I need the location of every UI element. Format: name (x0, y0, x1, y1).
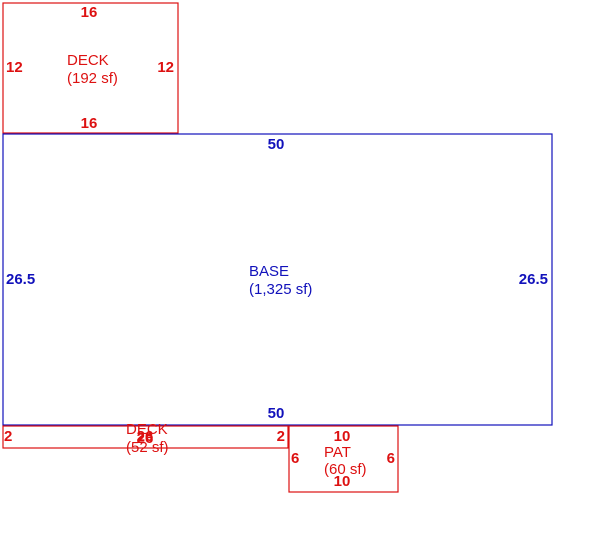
deck-top-area: 16 16 12 12 DECK (192 sf) (2, 2, 179, 134)
patio-dim-left: 6 (291, 450, 299, 467)
deck-bottom-dim-top: 26 (137, 428, 154, 445)
deck-bottom-dim-left: 2 (4, 428, 12, 445)
deck-top-area-label: (192 sf) (67, 70, 118, 87)
deck-bottom-area: 26 26 2 2 DECK (52 sf) (2, 421, 289, 456)
deck-top-outline (2, 2, 179, 134)
base-dim-bottom: 50 (268, 405, 285, 422)
patio-area-label: (60 sf) (324, 461, 367, 478)
base-name: BASE (249, 263, 289, 280)
deck-top-dim-left: 12 (6, 59, 23, 76)
deck-bottom-name: DECK (126, 421, 168, 438)
base-dim-right: 26.5 (519, 271, 548, 288)
patio-dim-top: 10 (334, 428, 351, 445)
deck-bottom-dim-bottom: 26 (137, 430, 154, 447)
patio-area: 10 10 6 6 PAT (60 sf) (288, 425, 399, 493)
patio-dim-bottom: 10 (334, 473, 351, 490)
patio-name: PAT (324, 444, 351, 461)
deck-bottom-dim-right: 2 (277, 428, 285, 445)
base-area: 50 50 26.5 26.5 BASE (1,325 sf) (2, 133, 553, 426)
patio-dim-right: 6 (387, 450, 395, 467)
deck-bottom-area-label: (52 sf) (126, 439, 169, 456)
base-outline (2, 133, 553, 426)
base-dim-top: 50 (268, 136, 285, 153)
patio-outline (288, 425, 399, 493)
base-dim-left: 26.5 (6, 271, 35, 288)
deck-top-dim-top: 16 (81, 4, 98, 21)
deck-top-name: DECK (67, 52, 109, 69)
deck-top-dim-bottom: 16 (81, 115, 98, 132)
deck-top-dim-right: 12 (157, 59, 174, 76)
base-area-label: (1,325 sf) (249, 281, 312, 298)
deck-bottom-outline (2, 425, 289, 449)
